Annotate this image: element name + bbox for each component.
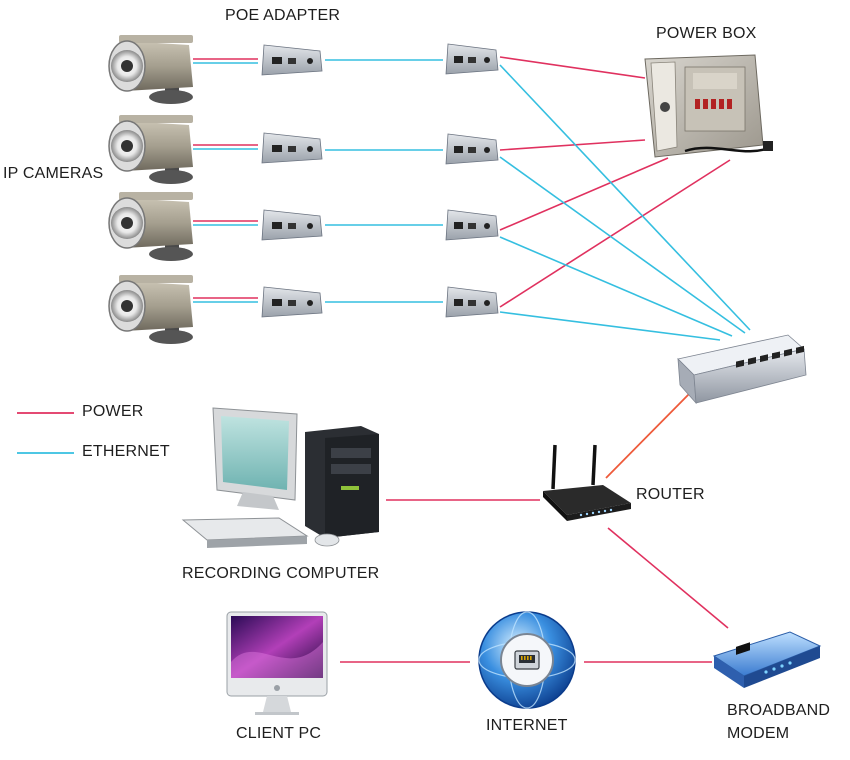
legend-ethernet-label: ETHERNET bbox=[82, 443, 170, 460]
ip-camera-icon bbox=[108, 192, 193, 261]
broadband-label: BROADBAND bbox=[727, 702, 831, 719]
poe-adapter-icon bbox=[261, 209, 323, 241]
poe-adapter-icon bbox=[261, 132, 323, 164]
network-switch-icon bbox=[677, 334, 807, 405]
poe-adapter-label: POE ADAPTER bbox=[225, 7, 341, 24]
legend-power-label: POWER bbox=[82, 403, 144, 420]
recording-computer-label: RECORDING COMPUTER bbox=[182, 565, 380, 582]
globe-icon bbox=[478, 611, 576, 709]
modem-label: MODEM bbox=[727, 725, 790, 742]
poe-adapter-icon bbox=[445, 43, 499, 75]
legend bbox=[17, 412, 74, 454]
ethernet-lines bbox=[499, 64, 751, 341]
power-box-icon bbox=[644, 54, 773, 158]
router-label: ROUTER bbox=[636, 486, 705, 503]
client-pc-label: CLIENT PC bbox=[236, 725, 322, 742]
internet-label: INTERNET bbox=[486, 717, 568, 734]
ip-camera-icon bbox=[108, 115, 193, 184]
desktop-computer-icon bbox=[181, 407, 379, 548]
camera-cables bbox=[193, 58, 258, 303]
poe-adapter-icon bbox=[261, 44, 323, 76]
connections bbox=[193, 56, 751, 663]
modem-icon bbox=[712, 631, 822, 688]
router-modem-link bbox=[607, 527, 729, 629]
router-icon bbox=[543, 444, 631, 521]
poe-adapter-icon bbox=[445, 209, 499, 241]
power-lines bbox=[499, 56, 731, 308]
imac-icon bbox=[226, 611, 328, 715]
power-box-label: POWER BOX bbox=[656, 25, 757, 42]
adapter-links bbox=[325, 59, 443, 303]
poe-adapter-icon bbox=[445, 286, 499, 318]
ip-cameras-label: IP CAMERAS bbox=[3, 165, 104, 182]
poe-adapters bbox=[261, 43, 499, 318]
ip-camera-icon bbox=[108, 35, 193, 104]
ip-camera-icon bbox=[108, 275, 193, 344]
switch-router-link bbox=[605, 392, 691, 479]
poe-adapter-icon bbox=[445, 133, 499, 165]
ip-cameras bbox=[108, 35, 193, 344]
poe-adapter-icon bbox=[261, 286, 323, 318]
